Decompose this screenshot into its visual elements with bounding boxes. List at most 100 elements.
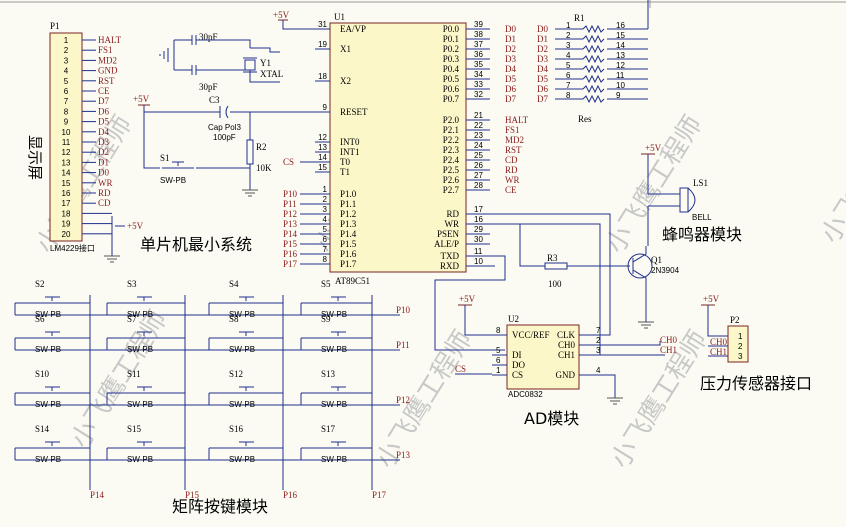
u1-right-net-label: D3	[505, 54, 516, 64]
r3-ref: R3	[547, 253, 558, 263]
p1-pin-net: D7	[98, 96, 109, 106]
r1-net-label: D2	[537, 44, 548, 54]
keypad-column-net: P15	[185, 490, 200, 500]
u1-left-pin-number: 8	[323, 255, 328, 264]
u1-right-net-label: MD2	[505, 135, 524, 145]
u1-right-pin-number: 21	[474, 111, 483, 120]
u1-right-pin-name: P0.7	[443, 94, 460, 104]
r1-net-label: D5	[537, 74, 548, 84]
u1-left-pin-name: X1	[340, 44, 351, 54]
p1-pin-net: GND	[98, 66, 118, 76]
u1-left-pin-number: 5	[323, 225, 328, 234]
r1-pin-number-right: 16	[616, 21, 625, 30]
p1-pin-number: 14	[62, 169, 71, 178]
p1-pin-net: D6	[98, 106, 109, 116]
p1-pin-number: 8	[64, 107, 69, 116]
u1-right-pin-number: 29	[474, 225, 483, 234]
u1-left-pin-number: 19	[318, 40, 327, 49]
r1-pin-number-left: 3	[566, 41, 571, 50]
section-title-ad: AD模块	[524, 409, 579, 428]
p1-pin-net: D3	[98, 137, 109, 147]
r1-resistor-element	[582, 74, 605, 84]
u1-right-pin-name: PSEN	[437, 229, 460, 239]
r3-resistor[interactable]: R3 100	[544, 253, 630, 289]
q1-ground-symbol	[638, 321, 654, 329]
s1-ref: S1	[160, 153, 170, 163]
u1-right-pin-number: 26	[474, 161, 483, 170]
r3-value: 100	[548, 279, 562, 289]
keypad-switch-part: SW-PB	[127, 345, 153, 354]
keypad-switch-ref: S17	[321, 424, 336, 434]
keypad-switch-ref: S9	[321, 314, 331, 324]
r1-net-label: D3	[537, 54, 548, 64]
u1-right-pin-name: P2.7	[443, 185, 460, 195]
y1-crystal	[244, 59, 256, 71]
u2-right-pin-name: GND	[556, 370, 576, 380]
section-title-keys: 矩阵按键模块	[172, 497, 268, 516]
p1-pin-net: D1	[98, 157, 109, 167]
p1-part: LM4229接口	[50, 243, 95, 253]
r1-net-label: D1	[537, 34, 548, 44]
r1-pin-number-right: 11	[616, 71, 625, 80]
u2-ref: U2	[508, 314, 519, 324]
section-title-buzzer: 蜂鸣器模块	[662, 225, 742, 244]
buzzer-vcc-label: +5V	[645, 143, 662, 153]
u1-left-pin-number: 7	[323, 245, 328, 254]
q1-transistor[interactable]	[627, 253, 653, 279]
ls1-bell[interactable]	[679, 187, 689, 213]
s1-switch[interactable]	[162, 161, 194, 169]
u1-part: AT89C51	[335, 276, 370, 286]
u1-right-pin-name: P0.6	[443, 84, 460, 94]
u1-body	[329, 22, 467, 273]
r1-net-label: D4	[537, 64, 548, 74]
u1-right-pin-number: 30	[474, 235, 483, 244]
u1-right-pin-number: 28	[474, 181, 483, 190]
u1-left-net-label: P12	[283, 209, 297, 219]
s1-part: SW-PB	[160, 176, 186, 185]
u1-right-pin-name: TXD	[441, 251, 460, 261]
u1-right-pin-name: P0.5	[443, 74, 460, 84]
u1-right-net-label: RD	[505, 165, 518, 175]
u2-left-pin-number: 8	[496, 326, 501, 335]
r2-resistor	[246, 139, 254, 165]
r2-ref: R2	[256, 142, 267, 152]
u2-right-pin-name: CH1	[558, 350, 575, 360]
u1-right-pin-number: 22	[474, 121, 483, 130]
p1-pin-number: 13	[62, 158, 71, 167]
p1-pin-net: D0	[98, 168, 109, 178]
keypad-switch-part: SW-PB	[229, 455, 255, 464]
u1-right-net-label: FS1	[505, 125, 520, 135]
r1-net-label: D0	[537, 24, 548, 34]
keypad-switch-ref: S7	[127, 314, 137, 324]
p1-ground-symbol	[104, 255, 120, 263]
y1-ref: Y1	[260, 58, 271, 68]
keypad-row-net: P11	[396, 340, 410, 350]
keypad-column-net: P17	[372, 490, 387, 500]
r1-pin-number-left: 2	[566, 31, 571, 40]
u1-left-net-label: P16	[283, 249, 298, 259]
keypad-switch-part: SW-PB	[321, 310, 347, 319]
